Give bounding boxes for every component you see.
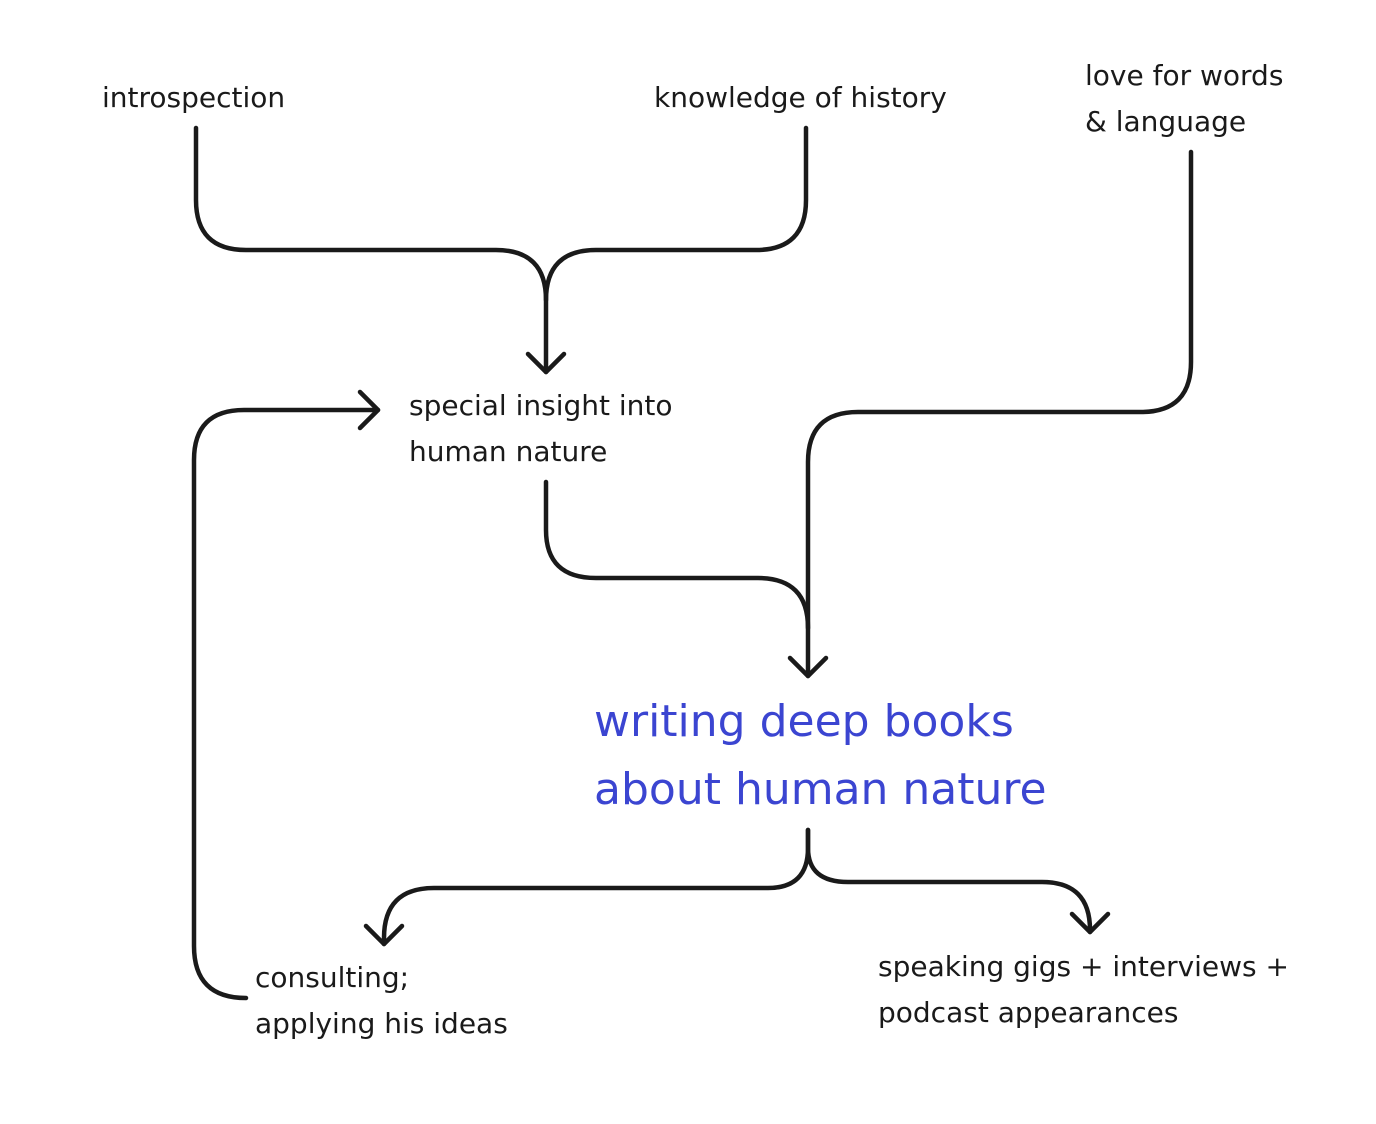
node-love-for-words: love for words & language xyxy=(1085,53,1283,145)
connector-central-to-consulting xyxy=(381,827,811,947)
node-knowledge-of-history: knowledge of history xyxy=(654,75,947,121)
arrowhead-insight-top xyxy=(525,351,567,375)
arrowhead-consulting xyxy=(363,923,405,947)
arrowhead-central-top xyxy=(787,655,829,679)
node-love-for-words-line-2: & language xyxy=(1085,105,1247,138)
node-writing-deep-books-line-1: writing deep books xyxy=(594,696,1014,747)
node-consulting-line-1: consulting; xyxy=(255,961,410,994)
node-speaking-gigs: speaking gigs + interviews + podcast app… xyxy=(878,944,1289,1036)
node-knowledge-of-history-line-1: knowledge of history xyxy=(654,81,947,114)
node-writing-deep-books: writing deep books about human nature xyxy=(594,688,1047,824)
connector-consulting-to-insight xyxy=(191,407,381,1001)
node-speaking-gigs-line-2: podcast appearances xyxy=(878,996,1179,1029)
node-love-for-words-line-1: love for words xyxy=(1085,59,1284,92)
node-introspection-line-1: introspection xyxy=(102,81,286,114)
arrowhead-speaking xyxy=(1069,911,1111,935)
arrowhead-insight-left xyxy=(357,389,381,431)
connector-insight-to-central xyxy=(543,479,811,631)
node-special-insight-line-2: human nature xyxy=(409,435,608,468)
connector-introspection-to-insight xyxy=(193,125,549,375)
node-speaking-gigs-line-1: speaking gigs + interviews + xyxy=(878,950,1290,983)
node-special-insight: special insight into human nature xyxy=(409,383,673,475)
node-consulting: consulting; applying his ideas xyxy=(255,955,508,1047)
node-consulting-line-2: applying his ideas xyxy=(255,1007,508,1040)
node-introspection: introspection xyxy=(102,75,285,121)
connector-words-to-central xyxy=(805,149,1194,679)
node-writing-deep-books-line-2: about human nature xyxy=(594,764,1047,815)
connector-history-to-insight xyxy=(543,125,809,303)
connector-central-to-speaking xyxy=(805,827,1093,935)
node-special-insight-line-1: special insight into xyxy=(409,389,673,422)
